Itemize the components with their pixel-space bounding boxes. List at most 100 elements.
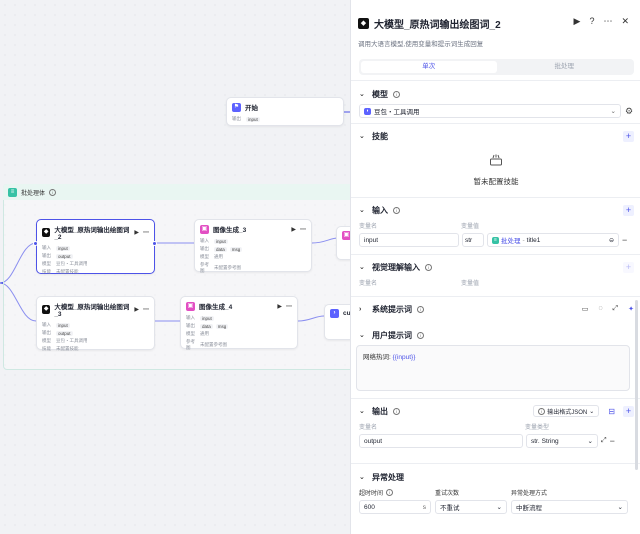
timeout-unit: s: [422, 503, 426, 511]
img2-out-var2: msg: [215, 323, 229, 329]
info-icon: i: [417, 331, 424, 339]
close-icon[interactable]: ✕: [621, 16, 629, 26]
vision-heading: 视觉理解输入: [372, 262, 420, 272]
panel-header: ◆ 大模型_原热词输出绘图词_2 ▶ ? ⋯ ✕ 调用大语言模型,使用变量和提示…: [351, 0, 640, 54]
more-icon[interactable]: ⋯: [143, 307, 149, 313]
img2-out-var1: data: [200, 323, 213, 329]
more-icon[interactable]: ⋯: [603, 16, 613, 26]
library-icon[interactable]: ▭: [581, 306, 589, 313]
input-name-value: input: [364, 236, 379, 244]
chevron-down-icon: ⌄: [589, 408, 595, 415]
batch-icon: ≡: [492, 236, 499, 244]
method-select[interactable]: 中断流程⌄: [511, 500, 628, 514]
more-icon[interactable]: ⋯: [286, 303, 292, 310]
more-icon[interactable]: ⋯: [143, 230, 149, 236]
help-icon[interactable]: ?: [589, 16, 595, 26]
user-prompt-editor[interactable]: 网络热词: {{input}}: [356, 345, 630, 391]
chevron-down-icon[interactable]: ⌄: [359, 264, 365, 271]
expand-icon[interactable]: ⤢: [612, 305, 619, 312]
input-source-node: 批处理: [501, 238, 521, 245]
tab-single[interactable]: 单次: [361, 61, 497, 73]
clear-icon[interactable]: ⊖: [608, 237, 614, 244]
input-value-ref[interactable]: ≡ 批处理 - title1 ⊖: [487, 233, 619, 247]
model-select[interactable]: ◗ 豆包・工具调用 ⌄: [359, 104, 621, 118]
image-node-2-title: 图像生成_4: [199, 304, 233, 311]
retry-value: 不重试: [440, 505, 460, 512]
output-name-field[interactable]: output: [359, 434, 523, 448]
chevron-down-icon[interactable]: ⌄: [359, 408, 365, 415]
cut-node[interactable]: ›cuto: [324, 304, 350, 340]
info-icon: i: [425, 263, 432, 271]
port-right[interactable]: [152, 241, 157, 246]
add-output-button[interactable]: +: [623, 405, 634, 417]
batch-header[interactable]: ≡ 批处理体 i: [3, 184, 350, 200]
run-icon[interactable]: ▶: [134, 230, 139, 236]
tab-batch[interactable]: 批处理: [554, 63, 575, 70]
chevron-down-icon: ⌄: [610, 108, 616, 115]
chevron-down-icon[interactable]: ⌄: [359, 207, 365, 214]
output-type-value: String: [541, 437, 559, 445]
llm2-in-var: input: [56, 322, 70, 328]
more-icon[interactable]: ⋯: [300, 226, 306, 233]
chevron-down-icon[interactable]: ⌄: [359, 332, 365, 339]
settings-icon[interactable]: ⚙: [625, 105, 634, 116]
output-format-select[interactable]: i 输出格式JSON ⌄: [533, 405, 600, 417]
llm1-out-label: 输出: [42, 253, 51, 258]
image-gen-icon: ▣: [200, 224, 209, 234]
vision-col-value: 变量值: [461, 281, 480, 287]
system-prompt-section: › 系统提示词 i ▭ ◌ ⤢ ✦: [359, 302, 634, 316]
input-name-field[interactable]: input: [359, 233, 459, 247]
run-icon[interactable]: ▶: [291, 226, 296, 233]
bulb-icon[interactable]: ◌: [598, 305, 603, 312]
chevron-down-icon[interactable]: ⌄: [359, 91, 365, 98]
system-prompt-heading: 系统提示词: [372, 304, 412, 314]
chevron-down-icon[interactable]: ⌄: [359, 474, 365, 481]
info-icon: i: [49, 188, 57, 196]
output-heading: 输出: [372, 406, 388, 416]
img1-model: 通用: [214, 254, 223, 259]
chevron-right-icon[interactable]: ›: [359, 305, 362, 313]
output-settings-icon[interactable]: ⊟: [608, 406, 615, 416]
info-icon: i: [417, 305, 424, 313]
user-prompt-heading: 用户提示词: [372, 330, 412, 340]
scrollbar[interactable]: [635, 300, 638, 470]
skills-heading: 技能: [372, 131, 388, 141]
remove-icon[interactable]: −: [622, 235, 628, 245]
skills-section: ⌄ 技能 +: [359, 129, 634, 143]
timeout-label: 超时时间: [359, 491, 384, 497]
batch-icon: ≡: [8, 187, 17, 197]
port-left[interactable]: [33, 241, 38, 246]
start-out-label: 输出: [232, 116, 241, 121]
info-icon: i: [393, 206, 400, 214]
chevron-down-icon[interactable]: ⌄: [359, 133, 365, 140]
img2-ref: 未配置参考图: [200, 342, 227, 347]
img1-out-label: 输出: [200, 246, 209, 251]
add-input-button[interactable]: +: [623, 204, 634, 216]
run-icon[interactable]: ▶: [573, 16, 581, 26]
input-type-select[interactable]: str: [462, 233, 484, 247]
remove-icon[interactable]: −: [609, 436, 615, 446]
expand-icon[interactable]: ⤢: [601, 437, 607, 444]
run-icon[interactable]: ▶: [134, 307, 139, 313]
divider: [351, 197, 640, 198]
img1-out-var1: data: [214, 246, 227, 252]
add-vision-button[interactable]: +: [623, 261, 634, 273]
img1-in-label: 输入: [200, 238, 209, 243]
cut-node-title: cuto: [343, 310, 350, 317]
batch-title: 批处理体: [21, 190, 46, 197]
panel-title[interactable]: 大模型_原热词输出绘图词_2: [374, 20, 501, 31]
output-type-select[interactable]: str. String ⌄: [526, 434, 598, 448]
partial-node[interactable]: ▣: [336, 226, 350, 260]
run-icon[interactable]: ▶: [277, 303, 282, 310]
ai-generate-icon[interactable]: ✦: [628, 306, 634, 313]
add-skill-button[interactable]: +: [623, 130, 634, 142]
retry-select[interactable]: 不重试⌄: [435, 500, 507, 514]
